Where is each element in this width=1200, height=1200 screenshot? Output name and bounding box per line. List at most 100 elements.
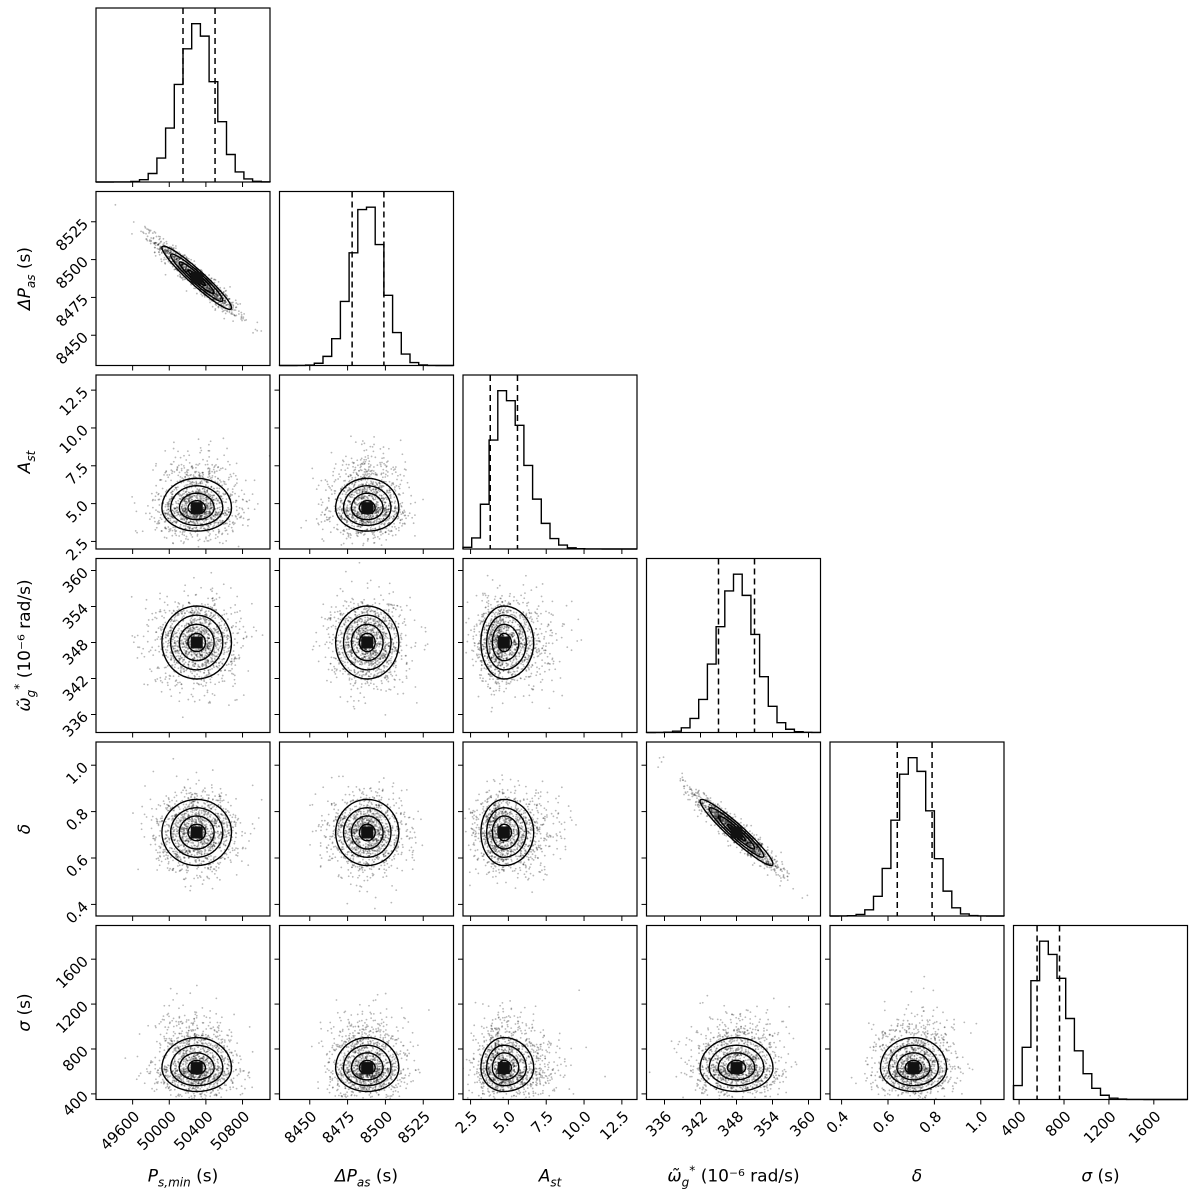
contour-P_s_min-vs-delta-2 xyxy=(178,815,215,850)
panel-frame-2-1 xyxy=(278,374,455,550)
scatter-panel-omega_g_star-vs-delta xyxy=(641,741,822,921)
y-tick-label-A_st-4: 12.5 xyxy=(56,383,92,419)
contour-P_s_min-vs-delta-1 xyxy=(169,806,224,859)
x-tick-label-sigma-1: 800 xyxy=(1042,1108,1075,1141)
contour-A_st-vs-omega_g_star-1 xyxy=(485,614,528,671)
density-peak-Delta_P_as-vs-A_st xyxy=(361,502,374,515)
y-tick-label-delta-3: 1.0 xyxy=(62,758,92,788)
x-axis-label-P_s_min: Ps,min (s) xyxy=(148,1167,219,1190)
panel-frame-2-0 xyxy=(95,374,271,550)
contour-Delta_P_as-vs-delta-0 xyxy=(334,798,400,867)
x-tick-label-A_st-0: 2.5 xyxy=(452,1108,482,1138)
x-tick-label-Delta_P_as-2: 8500 xyxy=(356,1108,396,1148)
x-tick-label-Delta_P_as-1: 8475 xyxy=(319,1108,359,1148)
histogram-panel-P_s_min xyxy=(95,7,271,187)
panel-frame-3-2 xyxy=(462,557,638,734)
contour-P_s_min-vs-A_st-2 xyxy=(178,492,215,521)
contour-P_s_min-vs-sigma-0 xyxy=(161,1036,233,1093)
scatter-panel-P_s_min-vs-A_st: 2.55.07.510.012.5 xyxy=(56,374,271,564)
contour-P_s_min-vs-omega_g_star-0 xyxy=(161,605,233,680)
x-tick-label-delta-0: 0.4 xyxy=(823,1108,853,1138)
scatter-panel-P_s_min-vs-delta: 0.40.60.81.0 xyxy=(62,741,271,928)
scatter-panel-Delta_P_as-vs-A_st xyxy=(274,374,455,554)
y-axis-label-sigma: σ (s) xyxy=(15,993,35,1031)
contour-Delta_P_as-vs-A_st-2 xyxy=(350,492,384,521)
contour-delta-vs-sigma-2 xyxy=(896,1052,931,1081)
x-tick-label-A_st-4: 12.5 xyxy=(596,1108,632,1144)
x-axis-label-delta: δ xyxy=(912,1167,922,1187)
contour-A_st-vs-sigma-0 xyxy=(480,1036,535,1093)
y-tick-label-delta-0: 0.4 xyxy=(62,898,92,928)
y-tick-label-sigma-0: 400 xyxy=(59,1087,92,1120)
panel-frame-3-1 xyxy=(278,557,455,734)
density-peak-omega_g_star-vs-delta xyxy=(730,826,743,839)
panel-frame-4-0 xyxy=(95,741,271,917)
histogram-sigma xyxy=(1012,940,1188,1101)
contour-Delta_P_as-vs-omega_g_star-0 xyxy=(334,605,400,680)
x-tick-label-delta-2: 0.8 xyxy=(916,1108,946,1138)
contour-P_s_min-vs-sigma-2 xyxy=(178,1052,215,1081)
x-axis-label-sigma: σ (s) xyxy=(1081,1167,1119,1187)
y-tick-label-A_st-1: 5.0 xyxy=(62,497,92,527)
panel-frame-3-0 xyxy=(95,557,271,734)
contour-A_st-vs-delta-2 xyxy=(491,815,520,850)
panel-frame-1-0 xyxy=(95,190,271,367)
density-peak-omega_g_star-vs-sigma xyxy=(730,1062,743,1075)
y-tick-label-omega_g_star-0: 336 xyxy=(59,708,92,741)
density-peak-Delta_P_as-vs-omega_g_star xyxy=(361,636,374,649)
y-tick-label-A_st-3: 10.0 xyxy=(56,421,92,457)
density-peak-P_s_min-vs-A_st xyxy=(190,502,203,515)
contour-P_s_min-vs-omega_g_star-3 xyxy=(187,632,207,653)
y-tick-label-sigma-1: 800 xyxy=(59,1042,92,1075)
panel-frame-4-2 xyxy=(462,741,638,917)
scatter-points-Delta_P_as-vs-A_st xyxy=(300,435,424,549)
contour-P_s_min-vs-A_st-1 xyxy=(169,484,224,527)
contour-A_st-vs-sigma-2 xyxy=(491,1052,520,1081)
contour-Delta_P_as-vs-omega_g_star-1 xyxy=(342,614,392,671)
contour-omega_g_star-vs-delta-0 xyxy=(699,798,774,867)
contour-Delta_P_as-vs-sigma-2 xyxy=(350,1052,384,1081)
density-peak-delta-vs-sigma xyxy=(907,1062,920,1075)
contour-delta-vs-sigma-1 xyxy=(887,1044,940,1087)
x-tick-label-omega_g_star-0: 336 xyxy=(642,1108,675,1141)
panel-frame-5-4 xyxy=(829,924,1005,1101)
x-tick-label-P_s_min-3: 50800 xyxy=(207,1108,253,1154)
contour-delta-vs-sigma-0 xyxy=(879,1036,948,1093)
histogram-omega_g_star xyxy=(645,573,822,734)
x-tick-label-A_st-2: 7.5 xyxy=(527,1108,557,1138)
panel-frame-5-0 xyxy=(95,924,271,1101)
x-axis-label-omega_g_star: ω̃g* (10⁻⁶ rad/s) xyxy=(667,1164,799,1190)
histogram-A_st xyxy=(462,389,637,550)
density-peak-A_st-vs-omega_g_star xyxy=(497,636,510,649)
x-tick-label-omega_g_star-1: 342 xyxy=(678,1108,711,1141)
panel-frame-3-3 xyxy=(645,557,822,734)
x-tick-label-omega_g_star-2: 348 xyxy=(714,1108,747,1141)
contour-P_s_min-vs-omega_g_star-1 xyxy=(169,614,224,671)
scatter-points-omega_g_star-vs-sigma xyxy=(648,994,798,1100)
contour-Delta_P_as-vs-delta-3 xyxy=(358,823,376,842)
contour-A_st-vs-omega_g_star-2 xyxy=(491,623,520,662)
y-axis-label-A_st: Ast xyxy=(15,449,38,474)
contour-Delta_P_as-vs-A_st-1 xyxy=(342,484,392,527)
scatter-points-A_st-vs-sigma xyxy=(463,989,606,1100)
contour-omega_g_star-vs-sigma-0 xyxy=(699,1036,774,1093)
y-tick-label-omega_g_star-1: 342 xyxy=(59,672,92,705)
contour-omega_g_star-vs-sigma-2 xyxy=(717,1052,756,1081)
y-tick-label-delta-2: 0.8 xyxy=(62,805,92,835)
contour-Delta_P_as-vs-sigma-1 xyxy=(342,1044,392,1087)
y-tick-label-omega_g_star-4: 360 xyxy=(59,564,92,597)
x-tick-label-Delta_P_as-0: 8450 xyxy=(281,1108,321,1148)
contour-P_s_min-vs-Delta_P_as-1 xyxy=(169,253,224,303)
scatter-points-A_st-vs-omega_g_star xyxy=(463,574,583,713)
scatter-panel-Delta_P_as-vs-delta xyxy=(274,741,455,921)
contour-P_s_min-vs-A_st-0 xyxy=(161,477,233,532)
histogram-panel-omega_g_star xyxy=(645,557,822,738)
x-tick-label-Delta_P_as-3: 8525 xyxy=(394,1108,434,1148)
panel-frame-4-3 xyxy=(645,741,822,917)
panel-frame-0-0 xyxy=(95,7,271,183)
x-tick-label-omega_g_star-3: 354 xyxy=(750,1108,783,1141)
